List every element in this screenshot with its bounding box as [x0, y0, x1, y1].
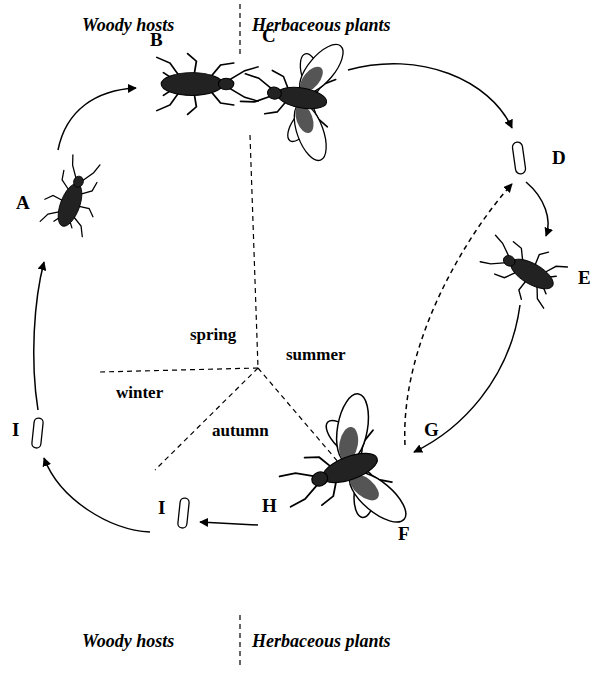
wingless-aphid	[474, 225, 569, 311]
stage-letter: B	[150, 30, 163, 51]
season-label: winter	[116, 384, 163, 403]
stage-letter: G	[424, 420, 439, 441]
winged-aphid	[232, 24, 353, 168]
stage-letter: H	[262, 496, 277, 517]
season-label: autumn	[212, 422, 269, 441]
host-label: Herbaceous plants	[252, 632, 391, 652]
stage-letter: D	[552, 148, 566, 169]
host-label: Woody hosts	[82, 632, 174, 652]
wingless-aphid	[37, 151, 110, 238]
winged-aphid	[260, 382, 419, 561]
cycle-arrows	[34, 64, 548, 532]
stage-letter: A	[16, 193, 30, 214]
stage-letter: E	[578, 268, 591, 289]
stage-letter: F	[398, 524, 410, 545]
stage-letter: I	[158, 498, 165, 519]
season-label: summer	[286, 346, 345, 365]
wingless-aphid	[157, 54, 258, 115]
egg-or-nymph	[31, 141, 526, 528]
season-label: spring	[190, 326, 236, 345]
stage-letter: C	[262, 26, 276, 47]
stage-letter: I	[12, 420, 19, 441]
